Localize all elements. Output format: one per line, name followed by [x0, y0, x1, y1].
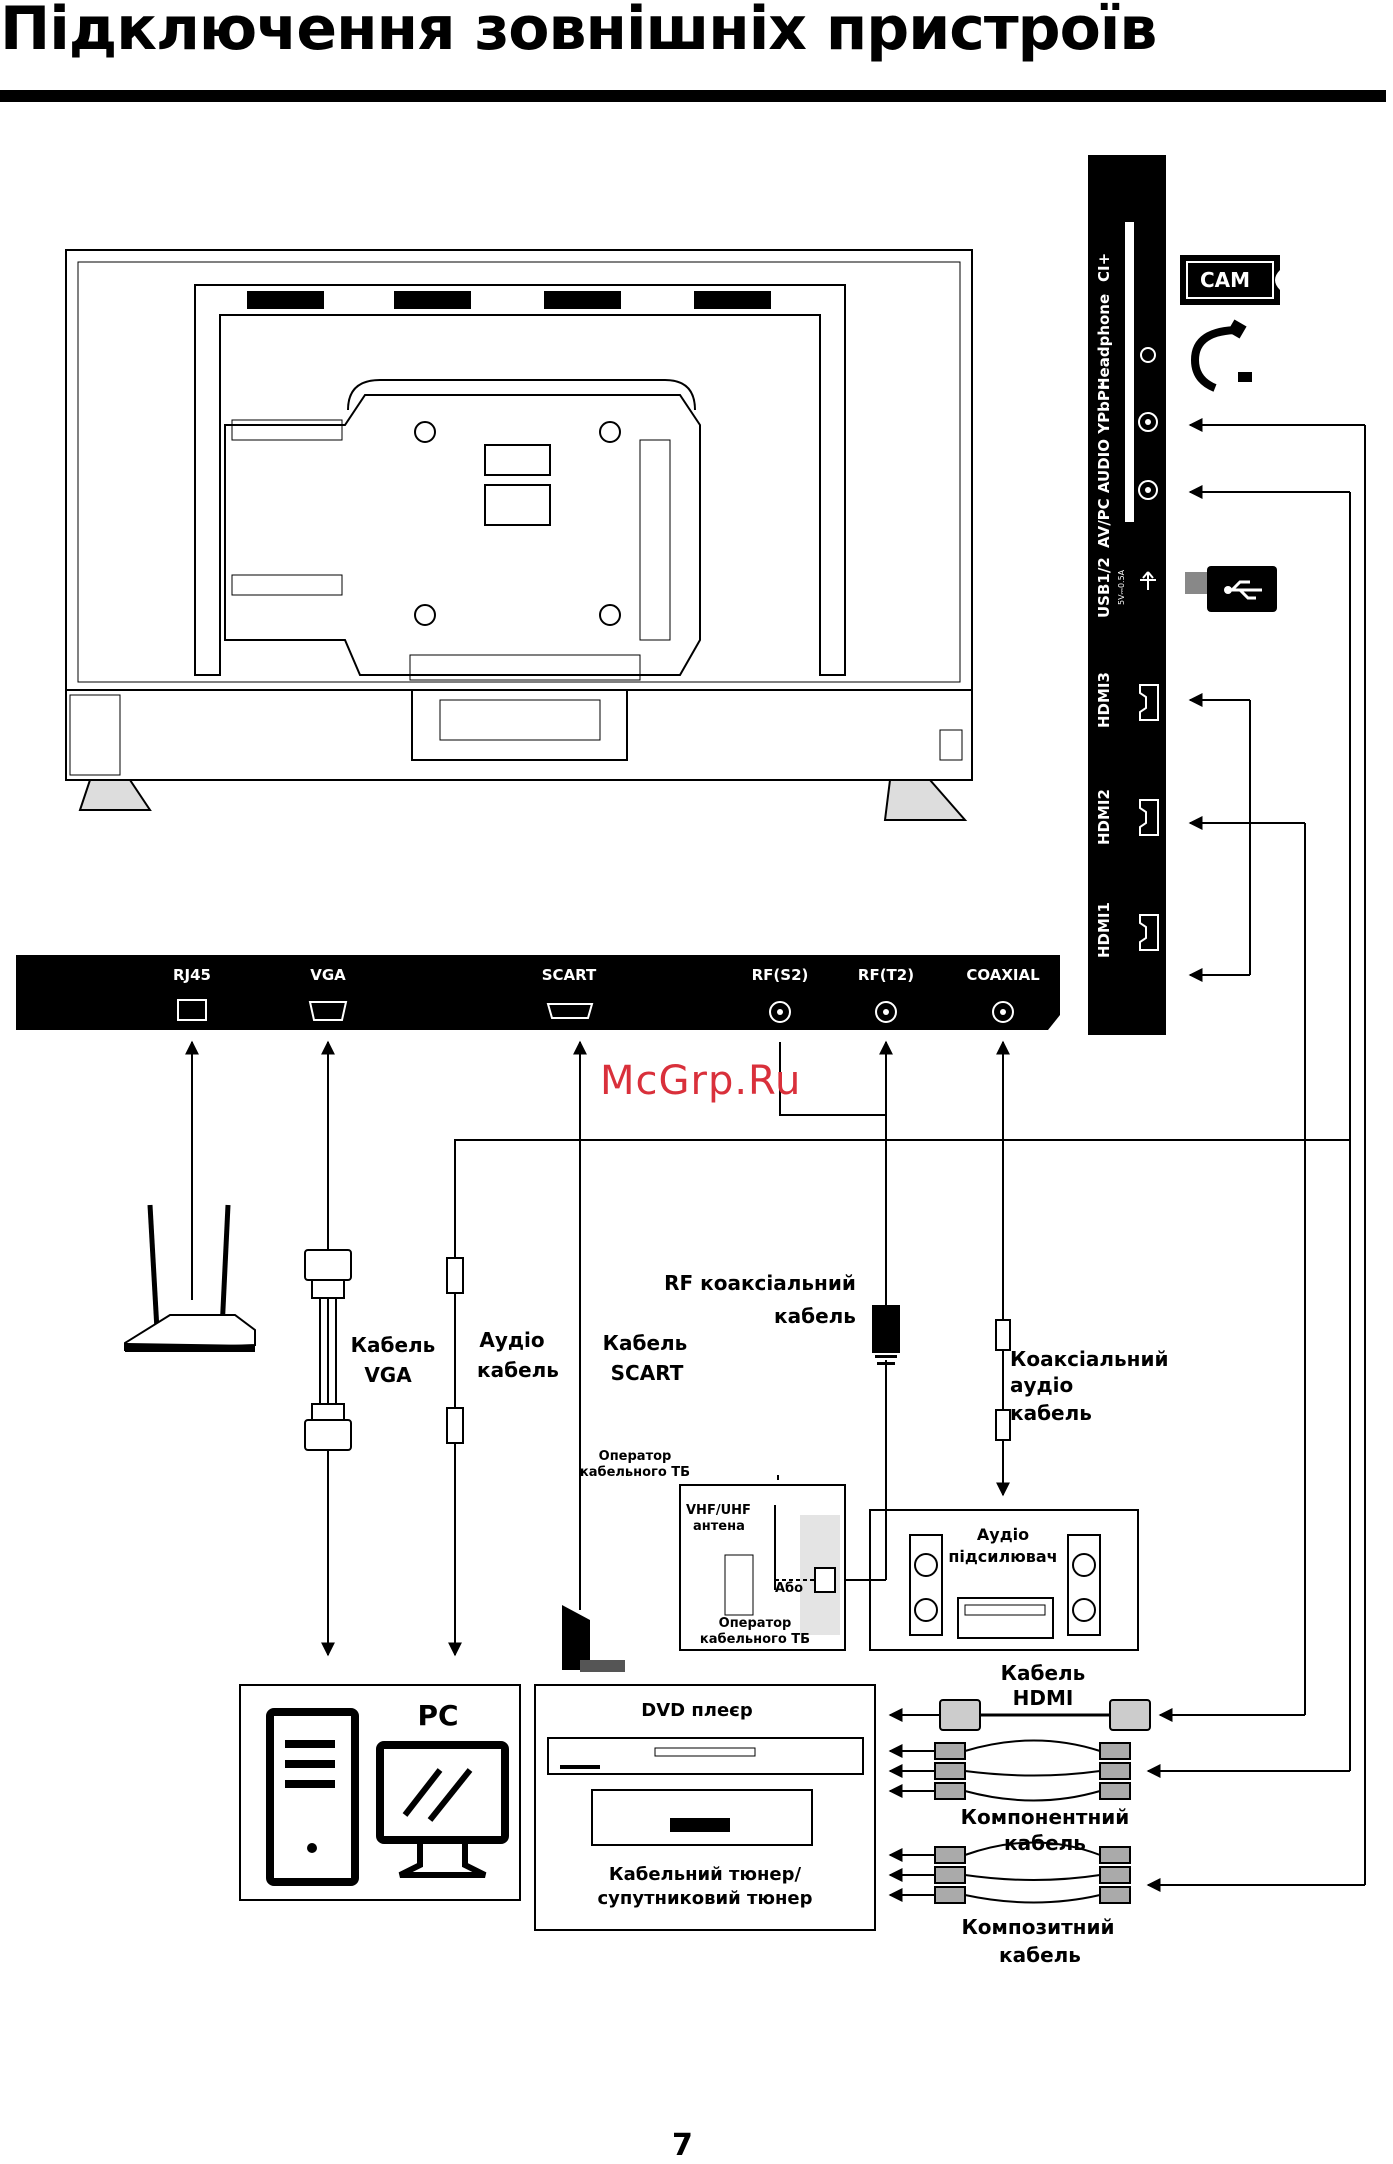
vga-cable-icon: [304, 1249, 352, 1451]
antenna-label-2: антена: [693, 1519, 745, 1534]
operator-top-label-1: Оператор: [599, 1449, 672, 1464]
port-label-usb: USB1/2: [1095, 557, 1113, 618]
port-label-rf-t2: RF(T2): [858, 966, 914, 984]
audio-cable-label-1: Аудіо: [479, 1328, 544, 1352]
router-icon: [124, 1204, 256, 1352]
scart-cable-label-2: SCART: [611, 1361, 684, 1385]
scart-cable-label-1: Кабель: [603, 1331, 688, 1355]
port-label-usb-power: 5V⎓0.5A: [1117, 569, 1126, 605]
hdmi-cable-label-2: HDMI: [1013, 1686, 1074, 1710]
vga-port-icon: [308, 1001, 348, 1021]
cam-card-icon: CAM: [1180, 255, 1280, 305]
rf-cable-icon: [872, 1305, 900, 1365]
rf-t2-port-icon: [875, 1001, 897, 1023]
composite-cable-label-1: Композитний: [961, 1915, 1114, 1939]
side-panel: CI+ Headphone AV/PC AUDIO YPbPr USB1/2 5…: [1088, 155, 1166, 1035]
port-label-ci: CI+: [1095, 253, 1113, 282]
port-label-vga: VGA: [310, 966, 346, 984]
tuner-label-2: супутниковий тюнер: [598, 1888, 813, 1909]
coax-audio-label-3: кабель: [1010, 1401, 1092, 1425]
operator-top-label-2: кабельного ТБ: [580, 1465, 690, 1480]
component-cable-icon: [934, 1739, 1131, 1802]
audio-cable-label-2: кабель: [477, 1358, 559, 1382]
port-label-hdmi1: HDMI1: [1095, 902, 1113, 958]
page-title: Підключення зовнішніх пристроїв: [0, 0, 1157, 64]
port-label-hdmi2: HDMI2: [1095, 789, 1113, 845]
cam-label: CAM: [1200, 268, 1250, 292]
title-rule: [0, 90, 1386, 102]
rf-cable-label-1: RF коаксіальний: [664, 1271, 856, 1295]
dvd-label: DVD плеєр: [641, 1700, 753, 1721]
component-cable-label-1: Компонентний: [961, 1805, 1130, 1829]
bottom-panel: RJ45 VGA SCART RF(S2) RF(T2) COAXIAL: [16, 955, 1060, 1030]
tuner-label-1: Кабельний тюнер/: [609, 1864, 802, 1885]
pc-box: PC: [239, 1684, 521, 1901]
audio-jack-icon: [1138, 412, 1158, 432]
operator-bottom-label-2: кабельного ТБ: [700, 1632, 810, 1647]
coax-audio-cable-icon: [995, 1319, 1011, 1441]
port-label-hdmi3: HDMI3: [1095, 672, 1113, 728]
page-number: 7: [672, 2128, 693, 2163]
rf-cable-label-2: кабель: [774, 1304, 856, 1328]
port-label-av-pc-audio: AV/PC AUDIO YPbPr: [1095, 382, 1113, 548]
hdmi-cable-label-1: Кабель: [1001, 1661, 1086, 1685]
cable-labels: Кабель VGA Аудіо кабель Кабель SCART RF …: [351, 1271, 1169, 1967]
pc-label: PC: [417, 1699, 458, 1732]
coax-audio-label-2: аудіо: [1010, 1373, 1073, 1397]
cable-operator-box: VHF/UHF антена Або Оператор кабельного Т…: [679, 1484, 846, 1651]
operator-bottom-label-1: Оператор: [719, 1616, 792, 1631]
vga-cable-label-1: Кабель: [351, 1333, 436, 1357]
watermark: McGrp.Ru: [600, 1058, 802, 1104]
port-label-headphone: Headphone: [1095, 294, 1113, 390]
component-cable-label-2: кабель: [1004, 1831, 1086, 1855]
composite-cable-label-2: кабель: [999, 1943, 1081, 1967]
headphones-icon: [1190, 319, 1252, 392]
scart-port-icon: [546, 1003, 594, 1019]
usb-port-icon: [1140, 571, 1156, 590]
coax-audio-label-1: Коаксіальний: [1010, 1347, 1169, 1371]
usb-stick-icon: [1185, 566, 1277, 612]
av-jack-icon: [1138, 480, 1158, 500]
port-label-rf-s2: RF(S2): [752, 966, 809, 984]
port-label-coaxial: COAXIAL: [966, 966, 1040, 984]
dvd-tuner-box: DVD плеєр Кабельний тюнер/ супутниковий …: [534, 1684, 876, 1931]
port-label-rj45: RJ45: [173, 966, 211, 984]
coaxial-port-icon: [992, 1001, 1014, 1023]
scart-plug-icon: [562, 1605, 625, 1672]
connection-lines: [185, 418, 1366, 1902]
vga-cable-label-2: VGA: [364, 1363, 412, 1387]
audio-amplifier-box: [869, 1509, 1139, 1651]
or-label: Або: [775, 1581, 803, 1596]
headphone-jack-icon: [1140, 347, 1156, 363]
hdmi1-port-icon: [1139, 914, 1159, 951]
tv-back-illustration: [65, 249, 973, 821]
port-label-scart: SCART: [542, 966, 597, 984]
composite-cable-icon: [934, 1841, 1131, 1904]
rf-s2-port-icon: [769, 1001, 791, 1023]
rj45-port-icon: [177, 999, 207, 1021]
hdmi3-port-icon: [1139, 684, 1159, 721]
audio-cable-icon: [446, 1257, 464, 1444]
hdmi-cable-icon: [939, 1699, 1151, 1731]
amp-label-1: Аудіо: [977, 1525, 1029, 1544]
amp-label-2: підсилювач: [948, 1547, 1057, 1566]
hdmi2-port-icon: [1139, 799, 1159, 836]
antenna-label-1: VHF/UHF: [686, 1503, 751, 1518]
